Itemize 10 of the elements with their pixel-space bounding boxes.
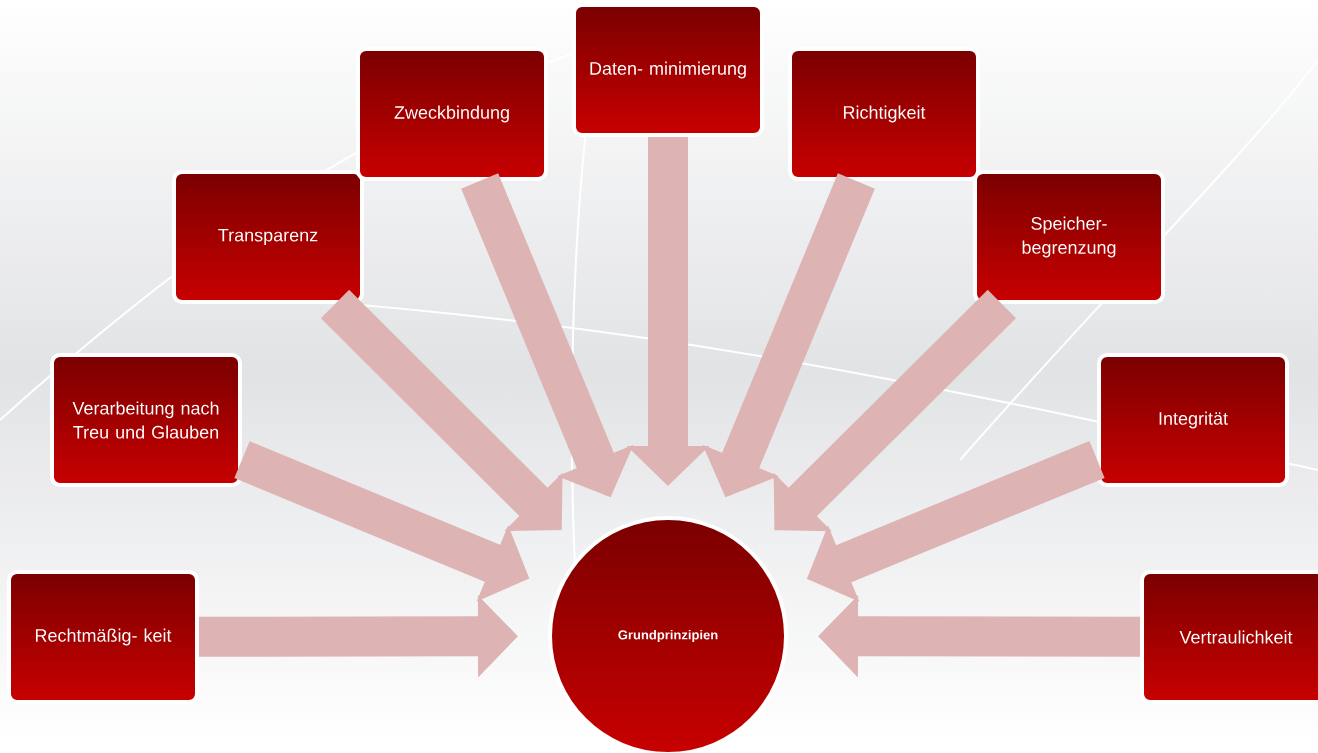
process-box: Transparenz (172, 170, 364, 304)
process-box: Speicher- begrenzung (973, 170, 1165, 304)
process-box: Daten- minimierung (572, 3, 764, 137)
process-box: Rechtmäßig- keit (7, 570, 199, 704)
process-box: Integrität (1097, 353, 1289, 487)
arrow (773, 289, 1016, 532)
process-box: Zweckbindung (356, 47, 548, 181)
process-box: Richtigkeit (788, 47, 980, 181)
process-box: Vertraulichkeit (1140, 570, 1318, 704)
process-box: Verarbeitung nach Treu und Glauben (50, 353, 242, 487)
